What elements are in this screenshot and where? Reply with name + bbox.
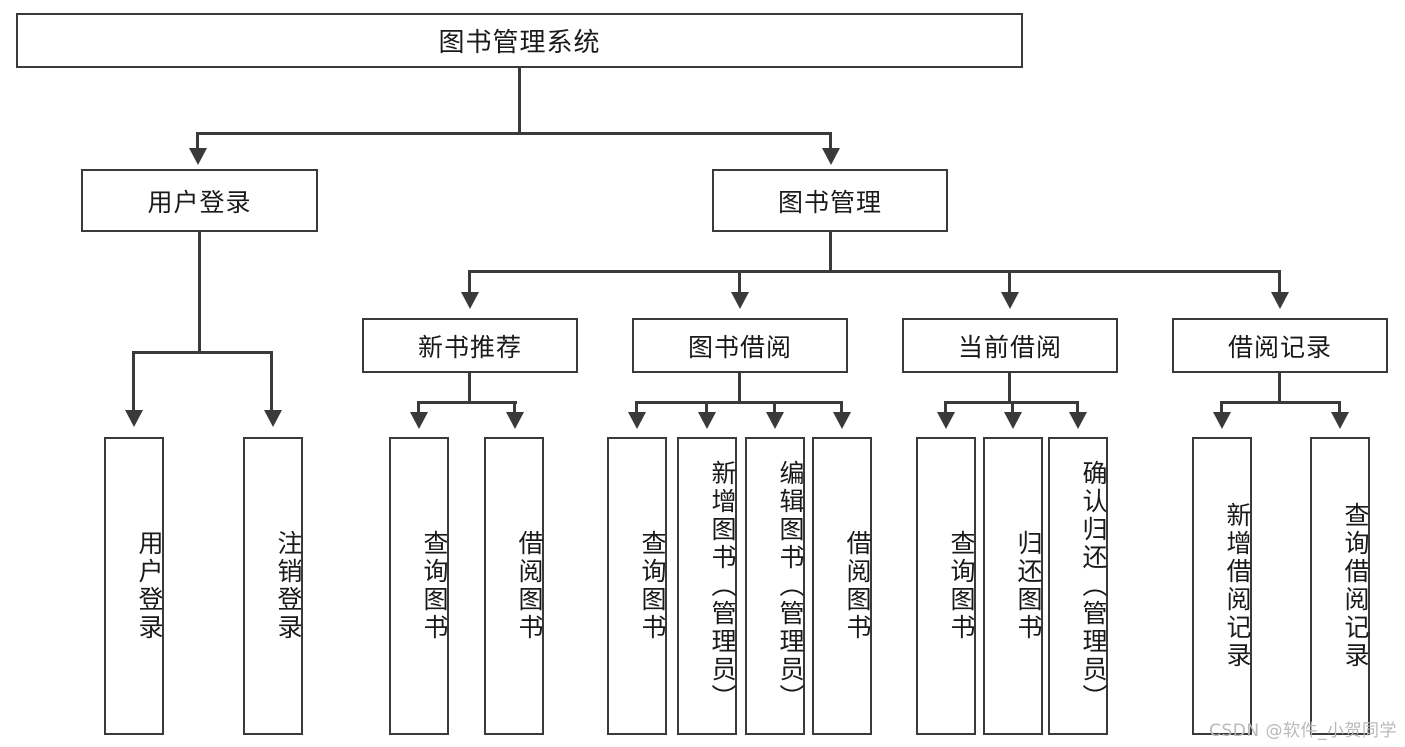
connector-to-current-borrow [1008,270,1011,295]
leaf-borrow-book-new-rec[interactable]: 借阅图书 [484,437,544,735]
watermark-text: CSDN @软件_小贺同学 [1209,721,1397,741]
connector-book-borrow-bus [635,401,842,404]
connector-root-trunk [518,68,521,134]
connector-root-bus [196,132,831,135]
connector-new-book-rec-bus [417,401,517,404]
node-label: 注销登录 [274,530,303,642]
connector-user-login-to-leaf-2 [270,351,273,413]
connector-root-to-book-management [829,132,832,152]
node-label: 当前借阅 [957,332,1062,362]
node-label: 查询借阅记录 [1341,502,1370,670]
arrow-to-leaf-borrow-book-1 [506,412,524,429]
node-book-management[interactable]: 图书管理 [712,169,948,232]
connector-borrow-record-leaf-1 [1220,401,1223,415]
arrow-to-leaf-query-record [1331,412,1349,429]
node-label: 借阅记录 [1227,332,1332,362]
arrow-to-leaf-query-book-1 [410,412,428,429]
node-label: 用户登录 [147,187,252,217]
arrow-to-leaf-confirm-return [1069,412,1087,429]
connector-new-book-rec-leaf-1 [417,401,420,415]
arrow-to-user-login [189,148,207,165]
connector-to-new-book-rec [468,270,471,295]
node-label: 借阅图书 [843,530,872,642]
node-label: 图书借阅 [687,332,792,362]
leaf-query-book-new-rec[interactable]: 查询图书 [389,437,449,735]
arrow-to-borrow-record [1271,292,1289,309]
leaf-return-book[interactable]: 归还图书 [983,437,1043,735]
node-label: 归还图书 [1014,530,1043,642]
node-label: 编辑图书（管理员） [776,460,805,712]
connector-current-borrow-leaf-2 [1011,401,1014,415]
leaf-confirm-return-admin[interactable]: 确认归还（管理员） [1048,437,1108,735]
leaf-add-borrow-record[interactable]: 新增借阅记录 [1192,437,1252,735]
arrow-to-book-borrow [731,292,749,309]
node-user-login[interactable]: 用户登录 [81,169,318,232]
node-label: 图书管理系统 [438,28,601,58]
node-current-borrowing[interactable]: 当前借阅 [902,318,1118,373]
connector-level3-bus [468,270,1280,273]
leaf-user-login[interactable]: 用户登录 [104,437,164,735]
leaf-logout[interactable]: 注销登录 [243,437,303,735]
node-label: 新增图书（管理员） [708,460,737,712]
connector-book-borrow-leaf-4 [840,401,843,415]
connector-current-borrow-trunk [1008,373,1011,403]
arrow-to-leaf-query-book-3 [937,412,955,429]
node-book-borrowing[interactable]: 图书借阅 [632,318,848,373]
node-label: 查询图书 [420,530,449,642]
arrow-to-current-borrow [1001,292,1019,309]
connector-current-borrow-leaf-1 [944,401,947,415]
connector-new-book-rec-trunk [468,373,471,403]
connector-book-borrow-trunk [738,373,741,403]
connector-borrow-record-trunk [1278,373,1281,403]
connector-user-login-to-leaf-1 [132,351,135,413]
node-label: 用户登录 [135,530,164,642]
node-borrowing-record[interactable]: 借阅记录 [1172,318,1388,373]
arrow-to-new-book-rec [461,292,479,309]
connector-book-borrow-leaf-3 [773,401,776,415]
node-root-book-management-system[interactable]: 图书管理系统 [16,13,1023,68]
arrow-to-leaf-return-book [1004,412,1022,429]
connector-current-borrow-leaf-3 [1076,401,1079,415]
connector-borrow-record-bus [1220,401,1340,404]
arrow-to-leaf-add-record [1213,412,1231,429]
node-label: 借阅图书 [515,530,544,642]
node-label: 新增借阅记录 [1223,502,1252,670]
connector-new-book-rec-leaf-2 [513,401,516,415]
node-label: 确认归还（管理员） [1079,460,1108,712]
node-label: 查询图书 [947,530,976,642]
leaf-edit-book-admin[interactable]: 编辑图书（管理员） [745,437,805,735]
node-new-book-recommendation[interactable]: 新书推荐 [362,318,578,373]
leaf-borrow-book-borrowing[interactable]: 借阅图书 [812,437,872,735]
node-label: 图书管理 [777,187,882,217]
arrow-to-book-management [822,148,840,165]
arrow-to-leaf-logout [264,410,282,427]
arrow-to-leaf-borrow-book-2 [833,412,851,429]
leaf-query-book-borrowing[interactable]: 查询图书 [607,437,667,735]
node-label: 查询图书 [638,530,667,642]
arrow-to-leaf-edit-book [766,412,784,429]
arrow-to-leaf-user-login [125,410,143,427]
leaf-query-borrow-record[interactable]: 查询借阅记录 [1310,437,1370,735]
connector-user-login-bus [132,351,272,354]
connector-book-borrow-leaf-2 [705,401,708,415]
connector-root-to-user-login [196,132,199,152]
connector-book-borrow-leaf-1 [635,401,638,415]
connector-to-book-borrow [738,270,741,295]
arrow-to-leaf-query-book-2 [628,412,646,429]
leaf-add-book-admin[interactable]: 新增图书（管理员） [677,437,737,735]
connector-current-borrow-bus [944,401,1076,404]
connector-user-login-trunk [198,232,201,353]
connector-borrow-record-leaf-2 [1338,401,1341,415]
node-label: 新书推荐 [417,332,522,362]
arrow-to-leaf-add-book [698,412,716,429]
leaf-query-book-current[interactable]: 查询图书 [916,437,976,735]
connector-book-management-trunk [829,232,832,272]
connector-to-borrow-record [1278,270,1281,295]
